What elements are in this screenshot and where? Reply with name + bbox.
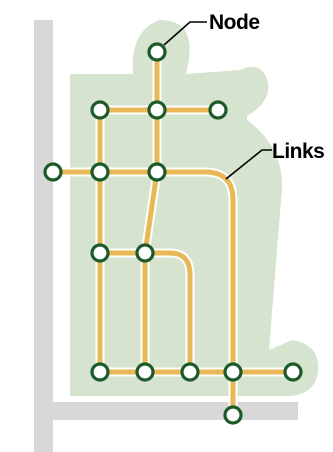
node-bottom-3 — [180, 362, 200, 382]
node-row1-left — [90, 100, 110, 120]
node-row2-far-left — [43, 162, 63, 182]
node-row1-mid — [147, 100, 167, 120]
node-bottom-4 — [223, 362, 243, 382]
callout-node-label: Node — [209, 11, 260, 34]
node-row3-left — [90, 243, 110, 263]
node-row2-left — [90, 162, 110, 182]
node-bottom-stub — [223, 405, 243, 425]
node-bottom-1 — [90, 362, 110, 382]
nodes — [43, 42, 303, 425]
node-bottom-2 — [135, 362, 155, 382]
road-horizontal — [34, 402, 298, 420]
road-vertical — [34, 20, 53, 452]
node-row3-mid — [135, 243, 155, 263]
callout-links-label: Links — [272, 140, 324, 163]
callout-links: Links — [225, 140, 325, 180]
callout-node: Node — [163, 11, 260, 46]
link-curve — [97, 250, 193, 375]
callout-links-leader — [225, 149, 272, 180]
node-row2-mid — [147, 162, 167, 182]
node-bottom-5 — [283, 362, 303, 382]
node-row1-right — [208, 100, 228, 120]
node-top — [147, 42, 167, 62]
callout-node-leader — [163, 21, 207, 46]
